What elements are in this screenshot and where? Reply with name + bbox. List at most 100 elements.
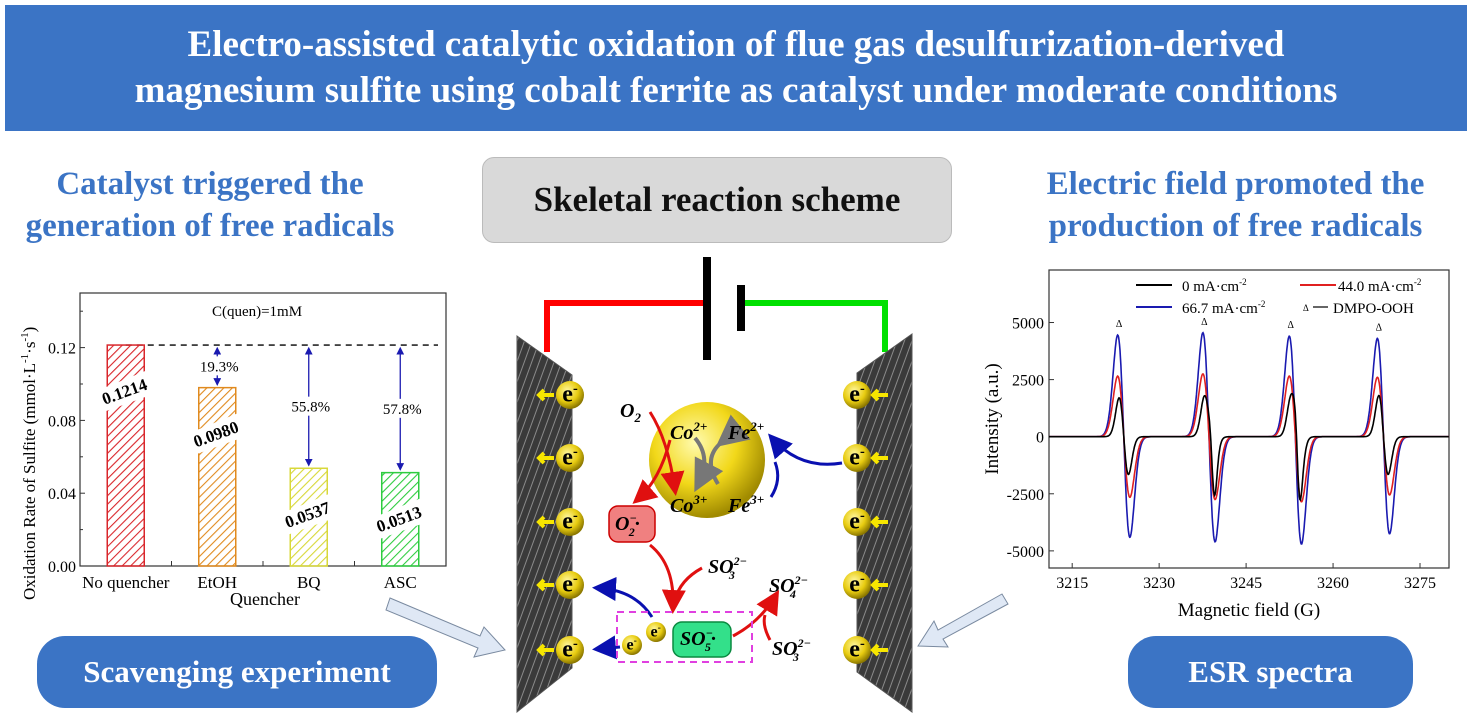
reduction-percent-label: 19.3%: [200, 359, 239, 375]
center-heading-box: Skeletal reaction scheme: [482, 157, 952, 243]
esr-plot-frame: [1048, 269, 1450, 569]
cathode-electron-label: e-: [849, 636, 865, 662]
left-heading: Catalyst triggered the generation of fre…: [0, 163, 420, 247]
anode-electron-sphere: [556, 636, 584, 664]
x-tick-label: 3230: [1143, 575, 1175, 592]
yellow-arrow-icon: [870, 578, 888, 592]
anode-electron-label: e-: [562, 508, 578, 534]
y-tick-label: 0.04: [48, 486, 76, 503]
dmpo-ooh-marker: Δ: [1288, 320, 1295, 331]
superoxide-to-persulfate-arrow: [649, 543, 686, 614]
redox-cycle-arrow-icon: [709, 414, 751, 486]
esr-xlabel: Magnetic field (G): [1178, 600, 1320, 621]
title-banner: Electro-assisted catalytic oxidation of …: [5, 5, 1467, 131]
reduction-label-backdrop: [376, 398, 425, 417]
cathode-electron-sphere: [843, 636, 871, 664]
x-tick-label: EtOH: [197, 573, 237, 592]
value-label-backdrop: [197, 413, 237, 454]
legend-marker-triangle: Δ: [1303, 303, 1309, 313]
value-label-backdrop: [289, 494, 329, 535]
legend-label-0ma: 0 mA·cm-2: [1182, 277, 1247, 295]
right-heading-line-2: production of free radicals: [1048, 208, 1423, 244]
electron-to-fe-arrow: [768, 433, 843, 466]
bar-ylabel: Oxidation Rate of Sulfite (mmol·L-1·s-1): [19, 327, 39, 600]
negative-wire: [745, 300, 888, 352]
x-tick-label: 3245: [1230, 575, 1262, 592]
dmpo-ooh-marker: Δ: [1376, 323, 1383, 334]
persulfate-to-sulfate-arrow: [732, 589, 780, 638]
scavenging-experiment-pill: Scavenging experiment: [37, 636, 437, 708]
fe2-label: Fe2+: [727, 419, 764, 444]
y-tick-label: 0.08: [48, 413, 76, 430]
sulfite-join-arrow-2: [762, 614, 772, 641]
right-heading: Electric field promoted the production o…: [1000, 163, 1471, 247]
persulfate-dashed-box: [616, 611, 753, 663]
cathode-electron-sphere: [843, 571, 871, 599]
center-heading: Skeletal reaction scheme: [533, 180, 901, 219]
cathode-electron-label: e-: [849, 508, 865, 534]
right-hollow-arrow: [917, 593, 1009, 648]
y-tick-label: 0.12: [48, 341, 76, 358]
co3-label: Co3+: [670, 492, 707, 517]
yellow-arrow-icon: [870, 643, 888, 657]
electron-release-arrow: [592, 576, 654, 618]
esr-series-0: [1049, 392, 1449, 502]
esr-ylabel: Intensity (a.u.): [982, 363, 1003, 474]
legend-label-66ma: 66.7 mA·cm-2: [1182, 299, 1265, 317]
x-tick-label: No quencher: [82, 573, 170, 592]
superoxide-radical-box: [608, 505, 656, 543]
esr-spectra-pill: ESR spectra: [1128, 636, 1413, 708]
x-tick-label: 3275: [1404, 575, 1436, 592]
yellow-arrow-icon: [536, 643, 554, 657]
oxygen-reduction-arrow: [648, 411, 685, 496]
x-tick-label: 3215: [1056, 575, 1088, 592]
sulfite-label-2: SO2−3: [772, 636, 811, 664]
battery-long-plate: [703, 257, 711, 360]
anode-electron-sphere: [556, 508, 584, 536]
yellow-arrow-icon: [536, 578, 554, 592]
scavenging-experiment-label: Scavenging experiment: [83, 654, 391, 689]
bar-xlabel: Quencher: [230, 589, 300, 609]
anode-electron-label: e-: [562, 444, 578, 470]
sulfate-label: SO2−4: [769, 573, 808, 601]
y-tick-label: 0: [1036, 430, 1044, 447]
anode-electron-sphere: [556, 444, 584, 472]
left-heading-line-2: generation of free radicals: [25, 208, 395, 244]
persulfate-radical-label: SO−5·: [680, 626, 716, 654]
left-heading-line-1: Catalyst triggered the: [56, 166, 364, 202]
left-hollow-arrow: [385, 597, 506, 658]
yellow-arrow-icon: [870, 388, 888, 402]
cathode-electron-label: e-: [849, 444, 865, 470]
dmpo-ooh-marker: Δ: [1201, 317, 1208, 328]
yellow-arrow-icon: [536, 388, 554, 402]
yellow-arrow-icon: [536, 451, 554, 465]
right-heading-line-1: Electric field promoted the: [1046, 166, 1425, 202]
cathode-electron-sphere: [843, 508, 871, 536]
anode-electron-label: e-: [562, 381, 578, 407]
released-electron-label: e-: [627, 636, 637, 654]
battery-short-plate: [737, 285, 745, 331]
positive-wire: [544, 300, 705, 352]
title-line-2: magnesium sulfite using cobalt ferrite a…: [134, 70, 1338, 111]
reduction-percent-label: 55.8%: [291, 400, 330, 416]
yellow-arrow-icon: [870, 451, 888, 465]
reduction-label-backdrop: [284, 396, 333, 415]
esr-legend: 0 mA·cm-2 44.0 mA·cm-2 66.7 mA·cm-2 Δ DM…: [1136, 277, 1421, 317]
y-tick-label: -5000: [1007, 544, 1044, 561]
released-electron-label: e-: [651, 623, 661, 641]
dmpo-ooh-marker: Δ: [1116, 319, 1123, 330]
value-label-backdrop: [106, 371, 146, 412]
cathode-electron-sphere: [843, 444, 871, 472]
reduction-percent-label: 57.8%: [383, 402, 422, 418]
released-electron-sphere: [622, 635, 642, 655]
cathode-electron-label: e-: [849, 571, 865, 597]
title-line-1: Electro-assisted catalytic oxidation of …: [187, 24, 1285, 65]
yellow-arrow-icon: [536, 515, 554, 529]
electron-release-arrow-2: [592, 635, 621, 660]
superoxide-radical-label: O−2·: [615, 511, 640, 539]
anode-electron-sphere: [556, 571, 584, 599]
x-tick-label: 3260: [1317, 575, 1349, 592]
fe3-label: Fe3+: [727, 492, 764, 517]
